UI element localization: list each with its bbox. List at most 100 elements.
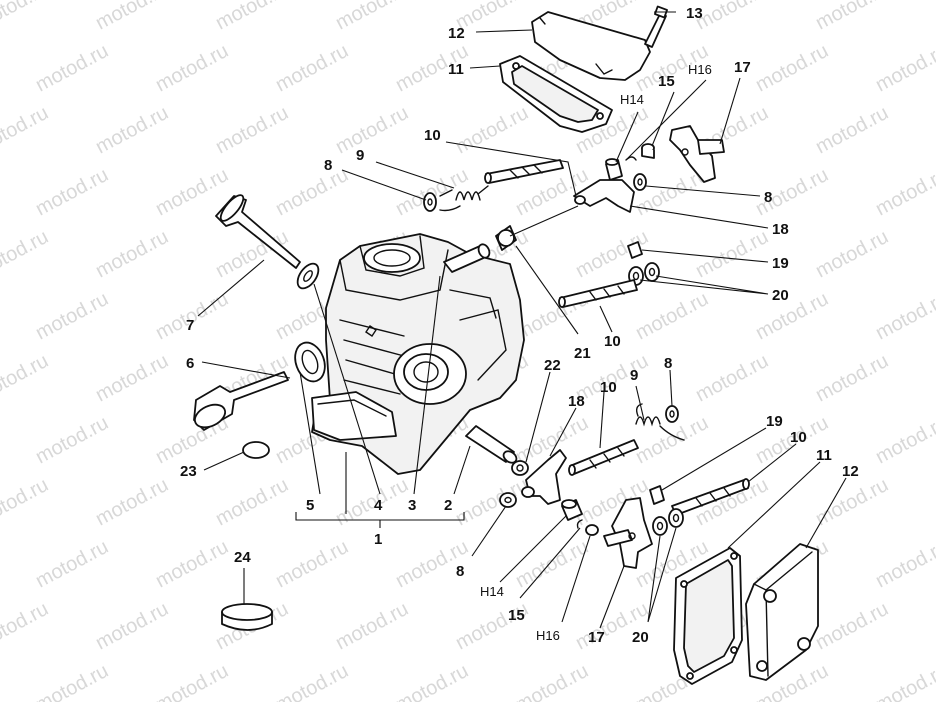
watermark-text: motod.ru bbox=[932, 0, 936, 34]
watermark-text: motod.ru bbox=[932, 474, 936, 530]
callout-H14-top: H14 bbox=[620, 92, 644, 107]
valve-top bbox=[215, 194, 301, 269]
adjuster-lower bbox=[511, 460, 529, 476]
watermark-text: motod.ru bbox=[152, 536, 232, 592]
watermark-text: motod.ru bbox=[512, 660, 592, 702]
washer-lower-left bbox=[499, 492, 517, 508]
watermark-text: motod.ru bbox=[152, 40, 232, 96]
watermark-text: motod.ru bbox=[32, 40, 112, 96]
rocker-shaft-lower-mid bbox=[568, 439, 639, 476]
callout-12-lower: 12 bbox=[842, 463, 859, 480]
watermark-text: motod.ru bbox=[812, 226, 892, 282]
callout-10-lower-mid: 10 bbox=[600, 379, 617, 396]
watermark-text: motod.ru bbox=[332, 598, 412, 654]
callout-4: 4 bbox=[374, 497, 383, 514]
callout-9-top: 9 bbox=[356, 147, 364, 164]
watermark-text: motod.ru bbox=[0, 474, 52, 530]
watermark-text: motod.ru bbox=[872, 164, 936, 220]
watermark-text: motod.ru bbox=[932, 350, 936, 406]
circlip-upper bbox=[625, 156, 637, 161]
watermark-text: motod.ru bbox=[692, 350, 772, 406]
watermark-text: motod.ru bbox=[812, 474, 892, 530]
watermark-text: motod.ru bbox=[872, 660, 936, 702]
callout-1: 1 bbox=[374, 531, 382, 548]
washers-lower bbox=[652, 508, 684, 536]
watermark-text: motod.ru bbox=[332, 102, 412, 158]
callout-10-mid: 10 bbox=[604, 333, 621, 350]
callout-19-lower: 19 bbox=[766, 413, 783, 430]
assembly-bracket bbox=[295, 512, 465, 528]
callout-10-top: 10 bbox=[424, 127, 441, 144]
valve-seat-ring bbox=[294, 341, 326, 383]
watermark-text: motod.ru bbox=[752, 288, 832, 344]
watermark-text: motod.ru bbox=[32, 536, 112, 592]
callout-H16-top: H16 bbox=[688, 62, 712, 77]
callout-15-top: 15 bbox=[658, 73, 675, 90]
watermark-text: motod.ru bbox=[872, 40, 936, 96]
callout-17-lower: 17 bbox=[588, 629, 605, 646]
bush-lower bbox=[649, 485, 665, 505]
watermark-text: motod.ru bbox=[812, 598, 892, 654]
rocker-arm-upper bbox=[669, 125, 725, 183]
rocker-shaft-upper-front bbox=[558, 279, 638, 308]
plug bbox=[242, 441, 270, 459]
watermark-text: motod.ru bbox=[932, 102, 936, 158]
callout-23: 23 bbox=[180, 463, 197, 480]
watermark-text: motod.ru bbox=[632, 288, 712, 344]
callout-22: 22 bbox=[544, 357, 561, 374]
watermark-text: motod.ru bbox=[272, 40, 352, 96]
callout-6: 6 bbox=[186, 355, 194, 372]
watermark-text: motod.ru bbox=[932, 226, 936, 282]
watermark-text: motod.ru bbox=[692, 0, 772, 34]
watermark-text: motod.ru bbox=[272, 164, 352, 220]
watermark-text: motod.ru bbox=[92, 102, 172, 158]
cover-gasket-lower bbox=[673, 547, 743, 685]
oil-seal-top bbox=[296, 262, 320, 290]
watermark-text: motod.ru bbox=[812, 102, 892, 158]
watermark-text: motod.ru bbox=[752, 40, 832, 96]
callout-7: 7 bbox=[186, 317, 194, 334]
callout-20-top: 20 bbox=[772, 287, 789, 304]
watermark-text: motod.ru bbox=[152, 660, 232, 702]
watermark-text: motod.ru bbox=[512, 536, 592, 592]
watermark-text: motod.ru bbox=[932, 598, 936, 654]
cylinder-head bbox=[311, 233, 525, 475]
callout-13: 13 bbox=[686, 5, 703, 22]
rocker-spring-upper bbox=[439, 185, 489, 212]
watermark-text: motod.ru bbox=[812, 350, 892, 406]
rocker-shaft-upper-back bbox=[484, 159, 564, 184]
valve-cap-upper bbox=[641, 143, 655, 159]
bushing-lower bbox=[561, 499, 583, 521]
watermark-text: motod.ru bbox=[92, 350, 172, 406]
callout-3: 3 bbox=[408, 497, 416, 514]
rocker-lower bbox=[521, 449, 567, 505]
valve-cover-lower bbox=[745, 543, 819, 681]
adjuster-upper bbox=[495, 225, 517, 251]
valve-bottom bbox=[193, 371, 289, 431]
watermark-text: motod.ru bbox=[0, 102, 52, 158]
watermark-text: motod.ru bbox=[0, 350, 52, 406]
watermark-text: motod.ru bbox=[392, 660, 472, 702]
watermark-text: motod.ru bbox=[332, 474, 412, 530]
leader-lines bbox=[197, 11, 847, 629]
washer-lower-right bbox=[665, 405, 679, 423]
callout-5: 5 bbox=[306, 497, 314, 514]
callout-20-lower: 20 bbox=[632, 629, 649, 646]
watermark-text: motod.ru bbox=[0, 598, 52, 654]
callout-9-lower: 9 bbox=[630, 367, 638, 384]
watermark-text: motod.ru bbox=[32, 660, 112, 702]
watermark-text: motod.ru bbox=[272, 660, 352, 702]
callout-18-lower: 18 bbox=[568, 393, 585, 410]
circlip-lower bbox=[576, 519, 583, 529]
watermark-text: motod.ru bbox=[872, 288, 936, 344]
valve-guide-upper bbox=[443, 243, 491, 273]
callout-8-lower-right: 8 bbox=[664, 355, 672, 372]
callout-11-top: 11 bbox=[448, 61, 464, 78]
callout-19-top: 19 bbox=[772, 255, 789, 272]
watermark-text: motod.ru bbox=[92, 474, 172, 530]
watermark-text: motod.ru bbox=[872, 412, 936, 468]
callout-12-top: 12 bbox=[448, 25, 465, 42]
watermark-text: motod.ru bbox=[332, 0, 412, 34]
callout-18-top: 18 bbox=[772, 221, 789, 238]
rocker-arm-lower bbox=[603, 497, 653, 569]
